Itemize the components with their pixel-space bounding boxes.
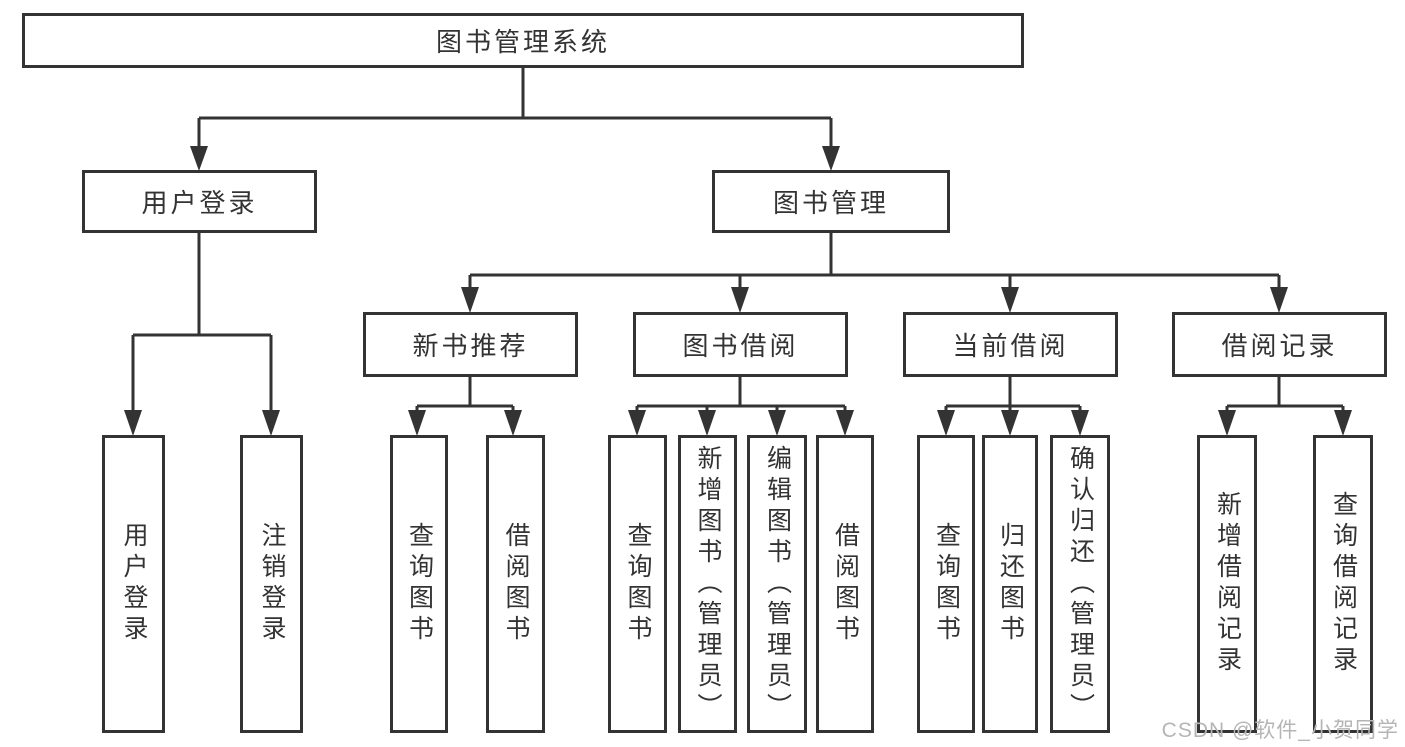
csdn-watermark: CSDN @软件_小贺同学 [1161,719,1399,742]
node-leaf-newbook-query-book: 查询图书 [390,435,448,733]
node-label-current-query-book: 查询图书 [932,522,961,646]
node-label-query-borrow-record: 查询借阅记录 [1329,491,1358,677]
node-label-library-management-system: 图书管理系统 [435,27,610,57]
node-label-newbook-borrow-book: 借阅图书 [502,522,530,646]
node-new-book-recommend: 新书推荐 [363,312,578,377]
node-label-borrow-records: 借阅记录 [1221,331,1338,361]
node-leaf-current-query-book: 查询图书 [917,435,975,733]
node-label-leaf-logout: 注销登录 [258,522,286,646]
node-leaf-edit-book-admin: 编辑图书（管理员） [747,435,807,733]
node-leaf-logout: 注销登录 [240,435,303,733]
node-label-new-book-recommend: 新书推荐 [412,331,529,361]
node-label-book-borrow: 图书借阅 [682,331,799,361]
node-current-borrow: 当前借阅 [903,312,1118,377]
node-label-leaf-user-login: 用户登录 [120,522,148,646]
node-label-book-management: 图书管理 [772,188,889,218]
node-leaf-return-book: 归还图书 [982,435,1038,733]
connector-new-book-children [408,377,522,436]
node-borrow-records: 借阅记录 [1172,312,1387,377]
node-leaf-add-borrow-record: 新增借阅记录 [1197,435,1257,733]
connector-current-borrow-children [937,377,1089,436]
node-label-add-borrow-record: 新增借阅记录 [1213,491,1242,677]
connector-user-login-children [124,233,280,436]
node-library-management-system: 图书管理系统 [22,13,1024,68]
node-label-newbook-query-book: 查询图书 [405,522,434,646]
node-leaf-confirm-return-admin: 确认归还（管理员） [1050,435,1110,733]
connector-book-management-children [461,233,1288,313]
node-book-borrow: 图书借阅 [633,312,848,377]
node-leaf-add-book-admin: 新增图书（管理员） [678,435,737,733]
node-label-borrow-borrow-book: 借阅图书 [831,522,860,646]
node-leaf-borrow-borrow-book: 借阅图书 [816,435,874,733]
node-leaf-query-borrow-record: 查询借阅记录 [1313,435,1373,733]
node-label-edit-book-admin: 编辑图书（管理员） [763,444,792,724]
node-book-management: 图书管理 [712,170,950,233]
node-leaf-borrow-query-book: 查询图书 [608,435,667,733]
connector-book-borrow-children [628,377,854,436]
connector-borrow-records-children [1218,377,1352,436]
node-label-current-borrow: 当前借阅 [952,331,1069,361]
node-label-borrow-query-book: 查询图书 [624,522,652,646]
node-label-user-login: 用户登录 [141,188,258,218]
node-label-confirm-return-admin: 确认归还（管理员） [1066,444,1095,724]
node-leaf-newbook-borrow-book: 借阅图书 [486,435,545,733]
node-label-return-book: 归还图书 [996,522,1025,646]
node-label-add-book-admin: 新增图书（管理员） [694,444,722,724]
node-leaf-user-login: 用户登录 [102,435,165,733]
node-user-login: 用户登录 [82,170,317,233]
connector-root-to-level2 [190,68,840,171]
